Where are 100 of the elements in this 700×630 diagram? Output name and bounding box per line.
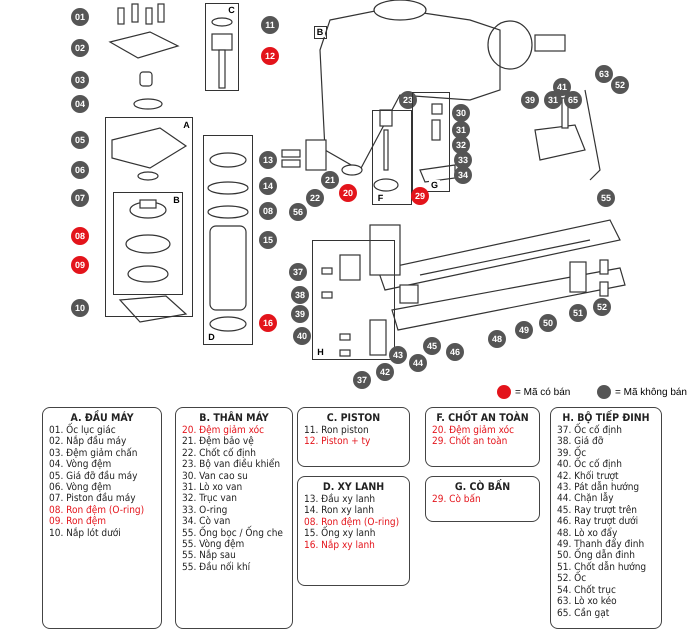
callout-number: 11	[261, 16, 279, 34]
part-entry: 16. Nắp xy lanh	[304, 540, 376, 552]
parts-table	[42, 407, 162, 629]
part-entry: 08. Ron đệm (O-ring)	[49, 504, 146, 516]
legend-text: = Mã có bán	[515, 386, 570, 398]
part-entry: 29. Cò bấn	[432, 494, 482, 506]
callout-number: 46	[446, 343, 464, 361]
callout-number: 29	[411, 187, 429, 205]
group-letter: D	[206, 332, 217, 343]
assembly-frame	[205, 3, 239, 91]
part-entry: 46. Ray trượt dưới	[557, 516, 640, 528]
table-heading: F. CHỐT AN TOÀN	[435, 411, 530, 424]
part-entry: 32. Trục van	[182, 493, 238, 505]
group-letter: B	[171, 195, 182, 206]
callout-number: 30	[452, 104, 470, 122]
callout-number: 37	[289, 263, 307, 281]
callout-number: 50	[539, 314, 557, 332]
callout-number: 32	[452, 136, 470, 154]
callout-number: 40	[293, 327, 311, 345]
part-entry: 54. Chốt trục	[557, 584, 617, 596]
part-entry: 55. Đầu nối khí	[182, 562, 252, 574]
table-heading: G. CÒ BẤN	[454, 480, 512, 494]
part-entry: 55. Vòng đệm	[182, 539, 246, 550]
group-letter: B	[315, 27, 325, 37]
part-entry: 10. Nắp lót dưới	[49, 528, 122, 540]
callout-number: 38	[291, 286, 309, 304]
callout-number: 06	[71, 161, 89, 179]
part-entry: 23. Bộ van điều khiển	[182, 459, 282, 471]
part-entry: 44. Chặn lẫy	[557, 493, 614, 505]
part-entry: 55. Nắp sau	[182, 550, 237, 562]
part-entry: 03. Đệm giảm chấn	[49, 448, 139, 459]
table-heading: H. BỘ TIẾP ĐINH	[561, 411, 651, 424]
callout-number: 13	[259, 151, 277, 169]
callout-number: 55	[597, 189, 615, 207]
callout-number: 05	[71, 131, 89, 149]
part-entry: 12. Piston + ty	[304, 436, 372, 448]
callout-number: 49	[515, 321, 533, 339]
callout-number: 08	[259, 202, 277, 220]
callout-number: 56	[289, 203, 307, 221]
parts-table	[297, 407, 410, 467]
parts-table	[425, 476, 540, 522]
callout-number: 63	[595, 65, 613, 83]
part-entry: 33. O-ring	[182, 504, 228, 516]
callout-number: 31	[452, 121, 470, 139]
part-entry: 55. Ống bọc / Ống che	[182, 528, 284, 539]
part-entry: 40. Ốc cố định	[557, 459, 655, 471]
callout-number: 48	[488, 330, 506, 348]
part-entry: 20. Đệm giảm xóc	[432, 425, 516, 436]
part-entry: 07. Piston đầu máy	[49, 493, 137, 505]
part-entry: 65. Cần gạt	[557, 608, 610, 619]
group-letter: A	[181, 120, 192, 131]
group-letter: G	[429, 180, 440, 191]
assembly-frame	[312, 240, 395, 360]
callout-number: 01	[71, 8, 89, 26]
callout-number: 16	[259, 314, 277, 332]
part-entry: 06. Vòng đệm	[49, 482, 112, 494]
callout-number: 09	[71, 256, 89, 274]
part-entry: 63. Lò xo kéo	[557, 596, 618, 608]
callout-number: 12	[261, 47, 279, 65]
callout-number: 21	[321, 171, 339, 189]
group-letter: C	[226, 5, 237, 16]
callout-number: 31	[544, 91, 562, 109]
part-entry: 11. Ron piston	[304, 425, 370, 436]
table-heading: C. PISTON	[326, 411, 382, 425]
callout-number: 10	[71, 299, 89, 317]
table-heading: A. ĐẦU MÁY	[70, 411, 135, 424]
part-entry: 48. Lò xo đẩy	[557, 528, 618, 539]
callout-number: 44	[409, 354, 427, 372]
part-entry: 14. Ron xy lanh	[304, 505, 375, 517]
part-entry: 15. Ống xy lanh	[304, 528, 403, 540]
callout-number: 20	[339, 184, 357, 202]
callout-number: 52	[593, 298, 611, 316]
callout-number: 39	[291, 305, 309, 323]
callout-number: 39	[521, 91, 539, 109]
assembly-frame	[105, 117, 193, 317]
assembly-frame	[203, 135, 253, 345]
part-entry: 22. Chốt cố định	[182, 448, 256, 459]
table-heading: B. THÂN MÁY	[198, 411, 270, 424]
part-entry: 20. Đệm giảm xóc	[182, 425, 266, 436]
assembly-frame	[113, 192, 183, 295]
callout-number: 65	[564, 91, 582, 109]
callout-number: 14	[259, 177, 277, 195]
part-entry: 52. Ốc	[557, 573, 655, 585]
callout-number: 02	[71, 39, 89, 57]
part-entry: 05. Giá đỡ đầu máy	[49, 470, 138, 482]
part-entry: 21. Đệm bảo vệ	[182, 436, 255, 448]
group-letter: H	[315, 347, 326, 358]
part-entry: 13. Đầu xy lanh	[304, 494, 376, 505]
assembly-frame	[372, 110, 412, 205]
callout-number: 04	[71, 95, 89, 113]
part-entry: 01. Ốc lục giác	[49, 425, 155, 436]
parts-table	[550, 407, 662, 629]
part-entry: 31. Lò xo van	[182, 482, 244, 494]
callout-number: 08	[71, 227, 89, 245]
part-entry: 42. Khối trượt	[557, 470, 620, 482]
part-entry: 30. Van cao su	[182, 470, 249, 482]
part-entry: 04. Vòng đệm	[49, 459, 112, 470]
table-heading: D. XY LANH	[322, 480, 386, 494]
callout-number: 51	[569, 304, 587, 322]
callout-number: 37	[353, 371, 371, 389]
